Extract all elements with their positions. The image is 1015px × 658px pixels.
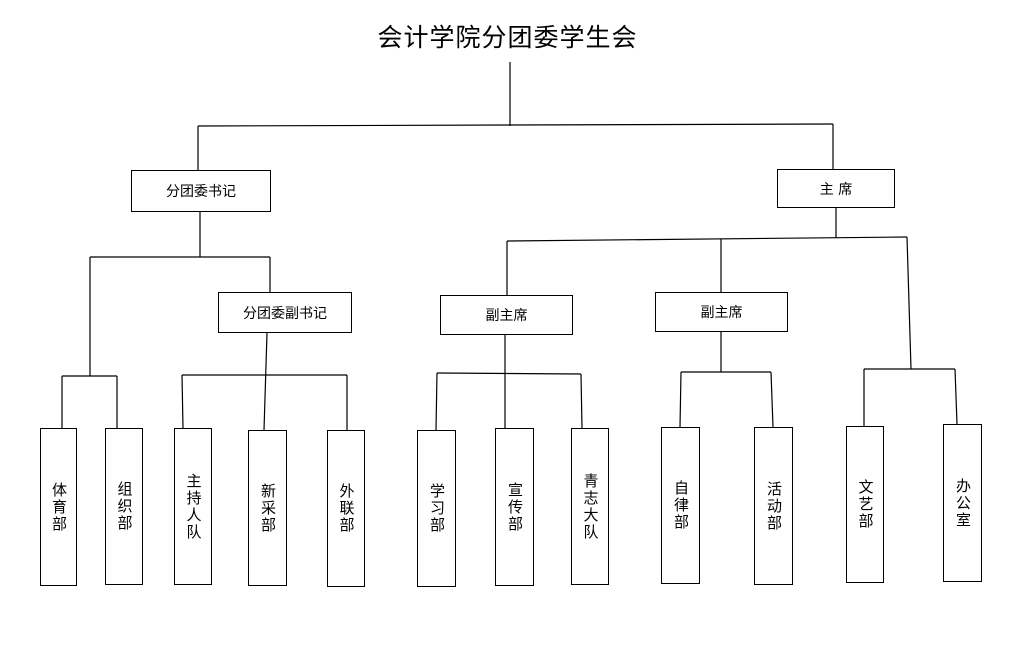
dept-label: 体育部 [50,481,68,533]
node-vice-chair-1: 副主席 [440,295,573,335]
dept-node: 新采部 [248,430,287,586]
dept-label: 学习部 [428,483,446,534]
connector-line [580,373,583,429]
connector-line [436,372,582,375]
dept-node: 活动部 [754,427,793,585]
dept-node: 宣传部 [495,428,534,586]
node-chair: 主 席 [777,169,895,208]
dept-node: 文艺部 [846,426,884,583]
node-vice-chair-1-label: 副主席 [485,308,528,324]
dept-label: 青志大队 [581,472,600,541]
dept-node: 外联部 [327,430,365,587]
dept-node: 体育部 [40,428,77,586]
node-vice-chair-2-label: 副主席 [700,305,743,321]
connector-line [263,332,268,431]
dept-node: 青志大队 [571,428,609,585]
connector-line [954,368,958,425]
connector-line [770,371,774,428]
dept-node: 主持人队 [174,428,212,585]
connector-line [506,236,908,242]
dept-label: 宣传部 [506,481,524,533]
dept-label: 组织部 [115,481,134,532]
connector-line [197,123,834,127]
node-deputy-secretary: 分团委副书记 [218,292,352,333]
node-secretary: 分团委书记 [131,170,271,212]
dept-node: 组织部 [105,428,143,585]
node-deputy-secretary-label: 分团委副书记 [243,305,327,322]
dept-label: 活动部 [765,480,783,532]
connector-line [679,371,682,428]
dept-label: 外联部 [337,483,356,534]
node-vice-chair-2: 副主席 [655,292,788,332]
dept-node: 自律部 [661,427,700,584]
dept-label: 新采部 [259,482,277,534]
connector-line [435,372,438,431]
dept-label: 文艺部 [856,479,875,530]
dept-label: 自律部 [672,480,690,531]
dept-node: 学习部 [417,430,456,587]
node-secretary-label: 分团委书记 [166,184,236,200]
connector-line [181,374,184,429]
connector-line [906,236,912,370]
diagram-title: 会计学院分团委学生会 [377,23,638,52]
node-chair-label: 主 席 [819,181,853,198]
dept-label: 主持人队 [184,472,203,541]
dept-node: 办公室 [943,424,982,582]
dept-label: 办公室 [954,477,972,529]
